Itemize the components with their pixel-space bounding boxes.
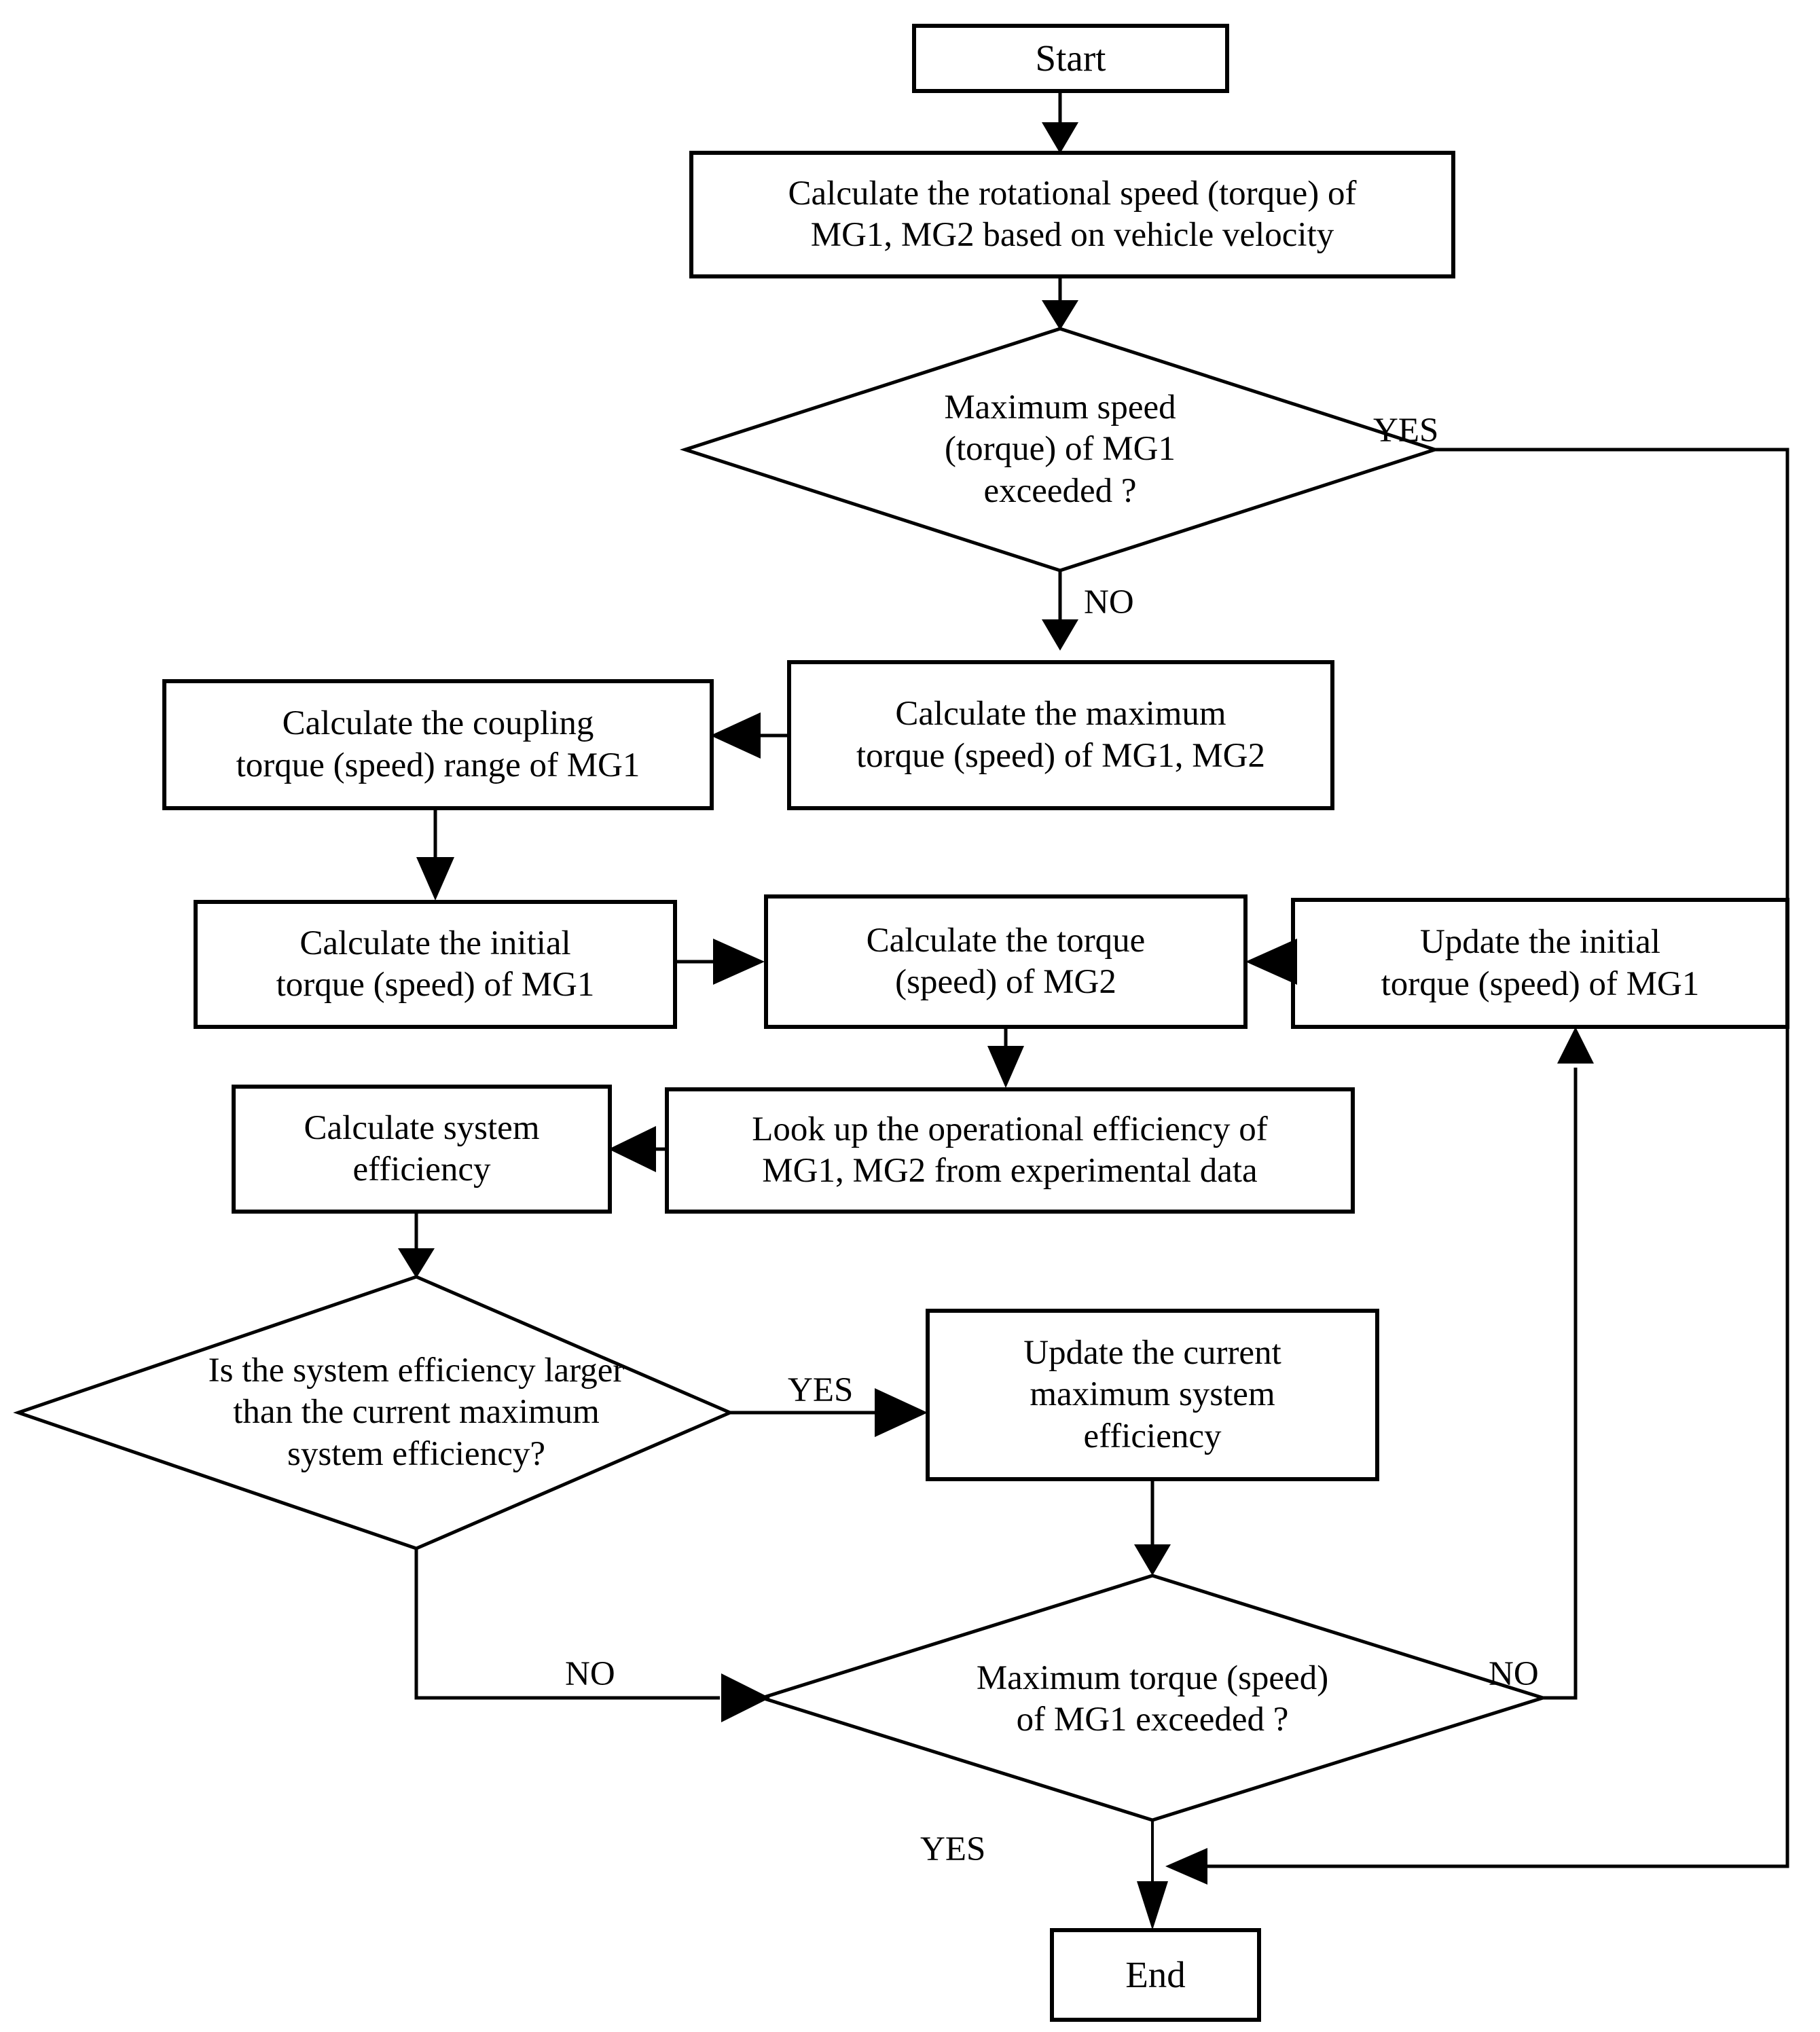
edge-label-efficiency-yes: YES bbox=[788, 1371, 854, 1409]
arrowhead-efficiency-yes bbox=[875, 1388, 928, 1437]
node-update-initial-torque-shape bbox=[1291, 898, 1789, 1029]
edge-label-max-torque-no: NO bbox=[1489, 1655, 1539, 1693]
arrowhead-start-to-calc-rotational bbox=[1042, 122, 1078, 153]
node-lookup-efficiency-shape bbox=[665, 1087, 1355, 1214]
arrowhead-update-max-to-torque-check bbox=[1134, 1544, 1171, 1576]
arrowhead-max-torque-to-coupling bbox=[710, 712, 761, 759]
node-calc-system-efficiency-shape bbox=[232, 1085, 612, 1214]
edge-label-max-speed-yes: YES bbox=[1373, 412, 1439, 450]
arrowhead-system-efficiency-to-check bbox=[398, 1248, 435, 1278]
node-calc-rotational-speed-shape bbox=[689, 151, 1455, 278]
node-calc-max-torque-shape bbox=[787, 660, 1334, 810]
arrowhead-calc-rotational-to-max-speed bbox=[1042, 300, 1078, 330]
edge-label-max-speed-no: NO bbox=[1084, 583, 1134, 621]
node-efficiency-check-shape bbox=[13, 1275, 735, 1550]
arrowhead-max-torque-yes bbox=[1137, 1881, 1168, 1930]
arrowhead-coupling-to-initial bbox=[416, 857, 454, 901]
node-start-shape bbox=[912, 24, 1229, 93]
edge-label-efficiency-no: NO bbox=[565, 1655, 615, 1693]
arrowhead-lookup-to-system-efficiency bbox=[608, 1126, 656, 1172]
arrowhead-max-speed-no bbox=[1042, 619, 1078, 651]
arrowhead-max-speed-yes bbox=[1165, 1848, 1207, 1885]
node-calc-torque-mg2-shape bbox=[764, 894, 1248, 1029]
edge-max-speed-yes bbox=[1202, 448, 1789, 1868]
arrowhead-update-initial-to-mg2 bbox=[1245, 939, 1297, 985]
node-max-torque-check-shape bbox=[756, 1574, 1549, 1822]
edge-max-torque-no bbox=[1543, 1068, 1578, 1700]
node-calc-coupling-range-shape bbox=[162, 679, 714, 810]
arrowhead-efficiency-no bbox=[721, 1673, 770, 1722]
edge-efficiency-no bbox=[414, 1548, 720, 1700]
edge-label-max-torque-yes: YES bbox=[920, 1830, 986, 1868]
arrowhead-max-torque-no bbox=[1557, 1027, 1594, 1064]
arrowhead-mg2-to-lookup bbox=[987, 1046, 1024, 1088]
node-update-max-efficiency-shape bbox=[926, 1309, 1379, 1481]
node-max-speed-check-shape bbox=[679, 327, 1441, 573]
arrowhead-initial-to-mg2 bbox=[713, 939, 765, 985]
node-end-shape bbox=[1050, 1928, 1261, 2022]
node-calc-initial-torque-shape bbox=[194, 900, 677, 1029]
